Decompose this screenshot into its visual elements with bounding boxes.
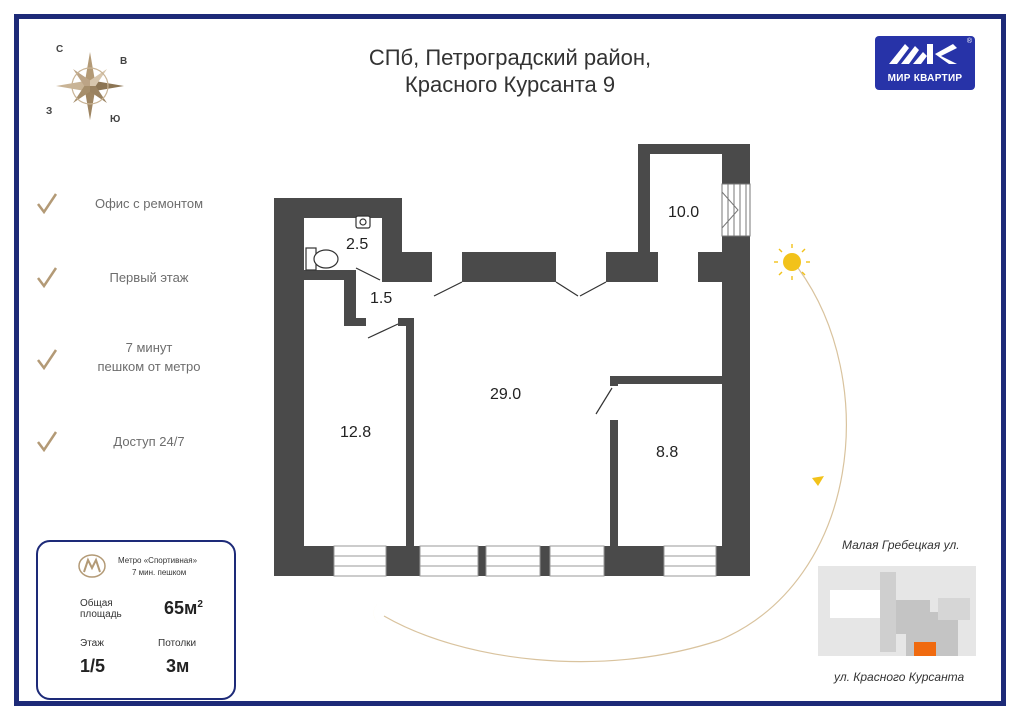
- area-value: 65м2: [164, 598, 203, 618]
- street-bottom-label: ул. Красного Курсанта: [834, 670, 965, 684]
- entrance-stairs: [721, 183, 751, 237]
- door-swings: [355, 267, 613, 415]
- page-title: СПб, Петроградский район, Красного Курса…: [310, 44, 710, 98]
- compass-south: Ю: [110, 114, 121, 125]
- compass-east: В: [120, 56, 128, 67]
- page-frame: [14, 14, 1006, 706]
- floor-label: Этаж: [80, 638, 104, 649]
- window-lines: [334, 555, 716, 567]
- metro-icon: [78, 554, 106, 578]
- sun-icon: [774, 244, 810, 280]
- room-area-left: 12.8: [340, 424, 372, 441]
- metro-name: Метро «Спортивная»: [118, 556, 198, 565]
- feature-label-2: пешком от метро: [97, 359, 201, 374]
- compass-west: З: [46, 106, 53, 117]
- sun-path-arrow-icon: [812, 476, 824, 486]
- windows: [333, 545, 717, 577]
- ceiling-label: Потолки: [158, 638, 197, 649]
- compass-rose: С В З Ю: [38, 42, 138, 132]
- room-area-hall: 1.5: [370, 290, 393, 307]
- metro-walk: 7 мин. пешком: [132, 568, 187, 577]
- area-label-2: площадь: [80, 609, 122, 620]
- check-icon: [37, 431, 58, 452]
- room-area-vestibule: 10.0: [668, 204, 700, 221]
- area-label-1: Общая: [80, 598, 113, 609]
- feature-label: 7 минут: [125, 340, 173, 355]
- toilet-icon: [305, 215, 371, 271]
- ceiling-value: 3м: [166, 656, 190, 676]
- room-area-right: 8.8: [656, 444, 679, 461]
- check-icon: [37, 193, 58, 214]
- title-line-1: СПб, Петроградский район,: [368, 45, 652, 70]
- street-top-label: Малая Гребецкая ул.: [842, 538, 960, 552]
- feature-item: 7 минут пешком от метро: [36, 338, 236, 378]
- room-area-main: 29.0: [490, 386, 522, 403]
- feature-label: Доступ 24/7: [113, 434, 185, 449]
- registered-mark: ®: [966, 38, 972, 45]
- compass-rose-icon: [56, 52, 124, 120]
- compass-north: С: [56, 44, 64, 55]
- check-icon: [37, 349, 58, 370]
- feature-item: Первый этаж: [36, 266, 236, 306]
- feature-item: Доступ 24/7: [36, 430, 236, 470]
- room-area-wc: 2.5: [346, 236, 369, 253]
- info-card: Метро «Спортивная» 7 мин. пешком Общая п…: [36, 540, 236, 700]
- sun-path: [383, 267, 847, 663]
- feature-item: Офис с ремонтом: [36, 192, 236, 232]
- location-map: [818, 566, 976, 656]
- check-icon: [37, 267, 58, 288]
- brand-logo[interactable]: ® МИР КВАРТИР: [875, 36, 975, 90]
- title-line-2: Красного Курсанта 9: [404, 72, 616, 97]
- feature-label: Первый этаж: [109, 270, 189, 285]
- floor-value: 1/5: [80, 656, 106, 676]
- moon-icon: [373, 600, 390, 627]
- logo-text: МИР КВАРТИР: [887, 73, 963, 84]
- logo-mark-icon: [889, 44, 957, 64]
- feature-label: Офис с ремонтом: [94, 196, 204, 211]
